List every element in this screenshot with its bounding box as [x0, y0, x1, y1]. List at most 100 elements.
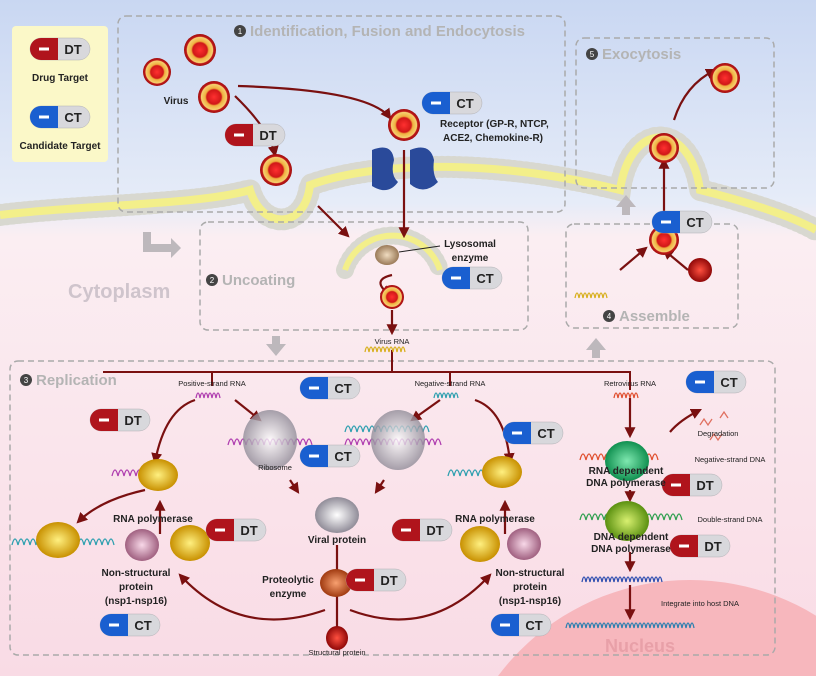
virus-particles: [143, 34, 740, 309]
svg-text:DNA polymerase: DNA polymerase: [586, 478, 666, 489]
svg-text:Viral protein: Viral protein: [308, 535, 366, 546]
minus-icon: [431, 101, 441, 105]
proteolytic-enzyme-icon: [320, 569, 352, 597]
drug-target-pill: DT: [391, 518, 453, 542]
candidate-target-pill: CT: [441, 266, 503, 290]
minus-icon: [679, 544, 689, 548]
svg-text:enzyme: enzyme: [452, 253, 489, 264]
virus-label: Virus: [164, 96, 189, 107]
svg-text:Lysosomal: Lysosomal: [444, 239, 496, 250]
virus-particle-icon: [260, 154, 292, 186]
candidate-target-pill: CT: [29, 105, 91, 129]
virus-particle-icon: [198, 81, 230, 113]
stage-4-box: [565, 223, 739, 329]
svg-text:3: 3: [24, 376, 29, 385]
structural-protein-icon: [688, 258, 712, 282]
stage-5-title: 5 Exocytosis: [586, 46, 681, 63]
svg-text:protein: protein: [119, 582, 153, 593]
dna-dependent-dna-polymerase-icon: [605, 501, 649, 541]
pill-label: DT: [259, 128, 276, 143]
minus-icon: [661, 220, 671, 224]
pill-label: DT: [426, 523, 443, 538]
pill-label: DT: [240, 523, 257, 538]
candidate-target-pill: CT: [99, 613, 161, 637]
svg-text:Non-structural: Non-structural: [102, 568, 171, 579]
receptor-protein: [372, 147, 438, 191]
cytoplasm-label: Cytoplasm: [68, 281, 170, 303]
svg-text:Structural protein: Structural protein: [308, 648, 365, 657]
pill-label: DT: [380, 573, 397, 588]
svg-text:Negative-strand DNA: Negative-strand DNA: [695, 455, 766, 464]
minus-icon: [355, 578, 365, 582]
svg-text:Ribosome: Ribosome: [258, 463, 292, 472]
lysosomal-pointer: [398, 245, 441, 253]
svg-text:5: 5: [590, 50, 595, 59]
virus-particle-icon: [184, 34, 216, 66]
minus-icon: [39, 47, 49, 51]
minus-icon: [309, 386, 319, 390]
non-structural-protein-icon: [507, 528, 541, 560]
svg-text:Receptor (GP-R, NTCP,: Receptor (GP-R, NTCP,: [440, 119, 549, 130]
svg-text:protein: protein: [513, 582, 547, 593]
minus-icon: [234, 133, 244, 137]
stage-4-title: 4 Assemble: [603, 308, 690, 325]
minus-icon: [512, 431, 522, 435]
pill-label: CT: [476, 271, 493, 286]
svg-text:Non-structural: Non-structural: [496, 568, 565, 579]
svg-text:RNA polymerase: RNA polymerase: [455, 514, 535, 525]
virus-particle-icon: [388, 109, 420, 141]
svg-text:4: 4: [607, 312, 612, 321]
legend-panel: [12, 26, 108, 162]
pill-label: CT: [537, 426, 554, 441]
pill-label: DT: [704, 539, 721, 554]
svg-text:DNA polymerase: DNA polymerase: [591, 544, 671, 555]
pill-label: CT: [334, 449, 351, 464]
virus-particle-icon: [143, 58, 171, 86]
svg-text:(nsp1-nsp16): (nsp1-nsp16): [499, 596, 561, 607]
minus-icon: [309, 454, 319, 458]
minus-icon: [109, 623, 119, 627]
drug-target-pill: DT: [89, 408, 151, 432]
drug-target-pill: DT: [345, 568, 407, 592]
svg-text:Proteolytic: Proteolytic: [262, 575, 314, 586]
virus-particle-icon: [380, 285, 404, 309]
candidate-target-pill: CT: [685, 370, 747, 394]
rna-polymerase-icon: [460, 526, 500, 562]
minus-icon: [39, 115, 49, 119]
drug-target-pill: DT: [669, 534, 731, 558]
rna-polymerase-icon: [36, 522, 80, 558]
structural-protein-icon: [326, 626, 348, 650]
drug-target-pill: DT: [224, 123, 286, 147]
pill-label: DT: [124, 413, 141, 428]
svg-text:Assemble: Assemble: [619, 308, 690, 325]
viral-protein-icon: [315, 497, 359, 533]
candidate-target-pill: CT: [502, 421, 564, 445]
svg-text:Exocytosis: Exocytosis: [602, 46, 681, 63]
stage-1-box: [117, 15, 566, 213]
svg-text:Retrovirus RNA: Retrovirus RNA: [604, 379, 656, 388]
cell-membrane: [0, 126, 816, 241]
svg-text:Positive-strand RNA: Positive-strand RNA: [178, 379, 246, 388]
pill-label: CT: [334, 381, 351, 396]
minus-icon: [451, 276, 461, 280]
drug-target-pill: DT: [205, 518, 267, 542]
minus-icon: [99, 418, 109, 422]
drug-target-pill: DT: [661, 473, 723, 497]
candidate-target-pill: CT: [299, 376, 361, 400]
candidate-target-pill: CT: [421, 91, 483, 115]
svg-text:Double-strand DNA: Double-strand DNA: [697, 515, 762, 524]
virus-particle-icon: [710, 63, 740, 93]
virus-particle-icon: [649, 133, 679, 163]
svg-text:Degradation: Degradation: [698, 429, 739, 438]
ribosome-positive: [243, 410, 297, 470]
nucleus-region: [498, 579, 816, 676]
svg-text:Virus RNA: Virus RNA: [375, 337, 410, 346]
rna-polymerase-icon: [170, 525, 210, 561]
candidate-target-pill: CT: [490, 613, 552, 637]
non-structural-protein-icon: [125, 529, 159, 561]
candidate-target-pill: CT: [651, 210, 713, 234]
